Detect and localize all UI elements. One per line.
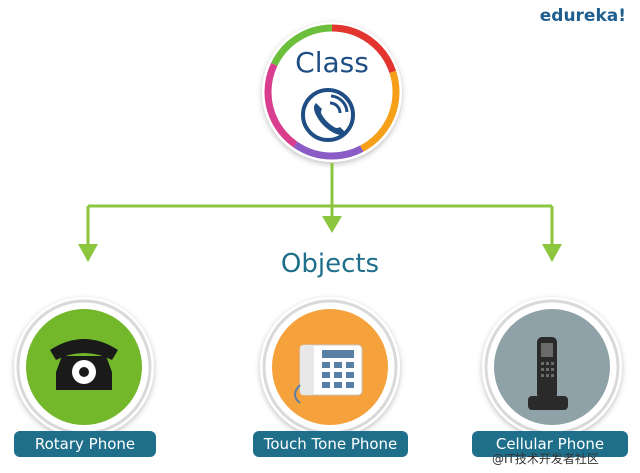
cellular-phone-icon bbox=[528, 337, 568, 410]
brand-logo: edureka! bbox=[539, 6, 626, 26]
connectors bbox=[86, 163, 554, 245]
touch-tone-phone-icon bbox=[294, 344, 363, 404]
class-ring-pink bbox=[264, 24, 400, 160]
class-label: Class bbox=[295, 46, 369, 79]
arrow-class bbox=[322, 216, 342, 233]
class-node bbox=[262, 22, 402, 162]
object-cellular-phone bbox=[482, 297, 622, 437]
rotary-phone-label: Rotary Phone bbox=[14, 431, 156, 457]
phone-call-icon bbox=[301, 88, 355, 142]
rotary-phone-icon bbox=[50, 339, 118, 390]
object-touch-tone-phone bbox=[260, 297, 400, 437]
arrow-cellular bbox=[542, 244, 562, 262]
cellular-phone-label: Cellular Phone bbox=[472, 431, 628, 457]
watermark: @IT技术开发者社区 bbox=[492, 452, 599, 466]
class-ring-green bbox=[264, 24, 400, 160]
objects-heading: Objects bbox=[280, 249, 380, 279]
class-ring-orange bbox=[264, 24, 400, 160]
object-rotary-phone bbox=[14, 297, 154, 437]
touch-tone-phone-label: Touch Tone Phone bbox=[253, 431, 408, 457]
class-ring-purple bbox=[264, 24, 400, 160]
arrow-rotary bbox=[78, 244, 98, 262]
